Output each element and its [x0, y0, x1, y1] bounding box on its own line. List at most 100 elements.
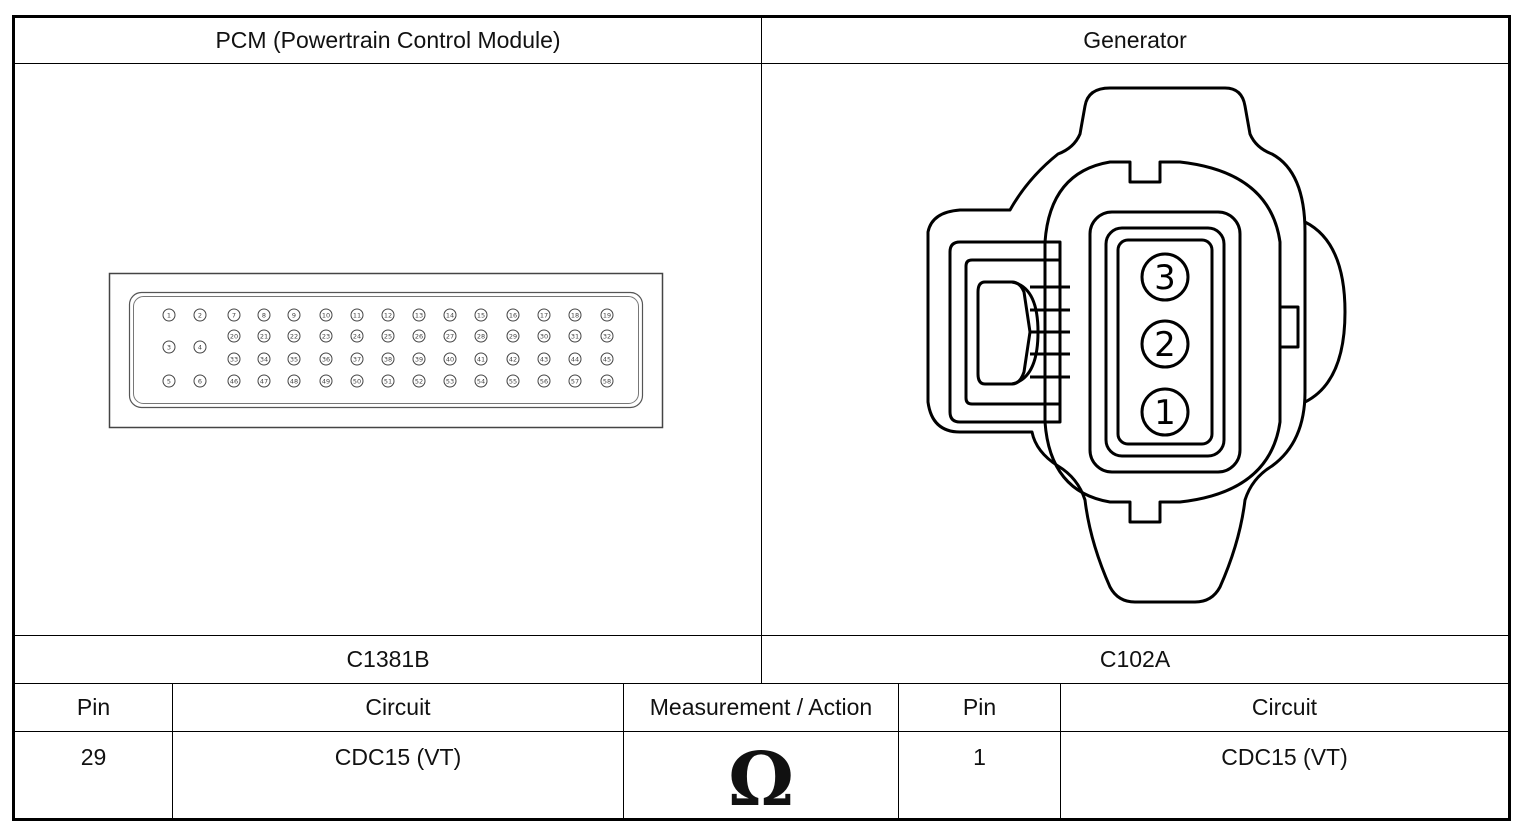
pcm-pin-label: 37 — [353, 356, 361, 364]
pcm-pin-label: 27 — [446, 333, 454, 341]
pcm-pin-label: 7 — [232, 312, 236, 320]
pcm-pin-label: 53 — [446, 378, 454, 386]
pcm-pin — [350, 329, 364, 343]
pcm-pin-label: 9 — [292, 312, 296, 320]
divider — [623, 683, 624, 821]
divider — [1060, 683, 1061, 821]
divider — [898, 683, 899, 821]
pcm-pin-label: 50 — [353, 378, 361, 386]
pcm-pin — [193, 340, 207, 354]
pcm-pin — [443, 352, 457, 366]
pcm-pin — [537, 352, 551, 366]
pcm-pin — [381, 352, 395, 366]
pcm-pin-label: 29 — [509, 333, 517, 341]
pcm-pin — [506, 374, 520, 388]
pcm-pin — [568, 329, 582, 343]
pcm-pin-label: 15 — [477, 312, 485, 320]
pcm-pin — [600, 352, 614, 366]
divider — [12, 683, 1511, 684]
generator-connector-diagram: 3 2 1 — [926, 86, 1347, 604]
pcm-pin — [412, 352, 426, 366]
pcm-pin-label: 31 — [571, 333, 579, 341]
header-circuit-a: Circuit — [365, 694, 431, 720]
pcm-pin — [257, 352, 271, 366]
pcm-pin-label: 46 — [230, 378, 238, 386]
circuit-a-value: CDC15 (VT) — [334, 744, 462, 770]
pcm-pin — [257, 374, 271, 388]
pcm-pin — [319, 352, 333, 366]
pcm-pin-label: 30 — [540, 333, 548, 341]
ohm-icon: Ω — [728, 737, 794, 823]
right-connector-id: C102A — [1099, 646, 1171, 672]
divider — [172, 683, 173, 821]
pcm-pin-label: 41 — [477, 356, 485, 364]
pcm-pin — [350, 352, 364, 366]
pcm-pin — [506, 352, 520, 366]
pcm-pin-label: 55 — [509, 378, 517, 386]
pcm-pin — [193, 308, 207, 322]
pcm-pin — [287, 308, 301, 322]
pcm-pin-label: 49 — [322, 378, 330, 386]
pin-b-value: 1 — [973, 744, 986, 770]
generator-pin-label: 2 — [1154, 325, 1176, 365]
pcm-pin-label: 18 — [571, 312, 579, 320]
pcm-pin — [350, 308, 364, 322]
pcm-pin — [537, 329, 551, 343]
left-component-title: PCM (Powertrain Control Module) — [215, 27, 561, 53]
pcm-pin-label: 23 — [322, 333, 330, 341]
pcm-pin — [287, 374, 301, 388]
pcm-pin — [412, 308, 426, 322]
pcm-pin-label: 10 — [322, 312, 330, 320]
pcm-pin — [474, 308, 488, 322]
pcm-pin — [568, 374, 582, 388]
generator-pin-label: 3 — [1154, 258, 1176, 298]
pcm-pin — [506, 308, 520, 322]
pcm-pin — [162, 374, 176, 388]
pcm-pin-label: 35 — [290, 356, 298, 364]
pcm-pin-label: 20 — [230, 333, 238, 341]
pcm-pin — [319, 374, 333, 388]
pcm-pin-label: 40 — [446, 356, 454, 364]
pcm-pin — [381, 308, 395, 322]
pcm-pin — [600, 329, 614, 343]
pcm-pin-label: 8 — [262, 312, 266, 320]
pcm-pin-label: 32 — [603, 333, 611, 341]
pcm-pin — [227, 374, 241, 388]
divider — [12, 731, 1511, 732]
pcm-pin-label: 36 — [322, 356, 330, 364]
generator-pin — [1140, 252, 1190, 302]
pcm-pin — [227, 352, 241, 366]
pcm-pin — [412, 329, 426, 343]
pcm-pin-label: 19 — [603, 312, 611, 320]
pcm-pin-label: 52 — [415, 378, 423, 386]
pcm-pin-label: 47 — [260, 378, 268, 386]
pcm-pin — [381, 374, 395, 388]
pcm-pin — [474, 352, 488, 366]
pcm-pin — [443, 374, 457, 388]
pcm-pin-label: 57 — [571, 378, 579, 386]
pcm-pin — [319, 329, 333, 343]
pcm-pin-label: 1 — [167, 312, 171, 320]
header-circuit-b: Circuit — [1251, 694, 1318, 720]
pcm-pin — [227, 329, 241, 343]
pcm-pin — [193, 374, 207, 388]
generator-pin-label: 1 — [1154, 393, 1176, 433]
pcm-pin-label: 6 — [198, 378, 202, 386]
right-component-title: Generator — [1083, 27, 1187, 53]
pcm-pin-label: 54 — [477, 378, 485, 386]
pcm-pin — [227, 308, 241, 322]
pcm-pin-label: 25 — [384, 333, 392, 341]
pcm-pin-label: 45 — [603, 356, 611, 364]
pcm-pin — [381, 329, 395, 343]
generator-pin — [1140, 319, 1190, 369]
pcm-pin — [506, 329, 520, 343]
pcm-pin — [412, 374, 426, 388]
pcm-pin — [257, 308, 271, 322]
pcm-pin-label: 12 — [384, 312, 392, 320]
header-pin-b: Pin — [962, 694, 997, 720]
pcm-pin — [287, 352, 301, 366]
pcm-pin-label: 22 — [290, 333, 298, 341]
pcm-pin-label: 33 — [230, 356, 238, 364]
pcm-pin — [257, 329, 271, 343]
